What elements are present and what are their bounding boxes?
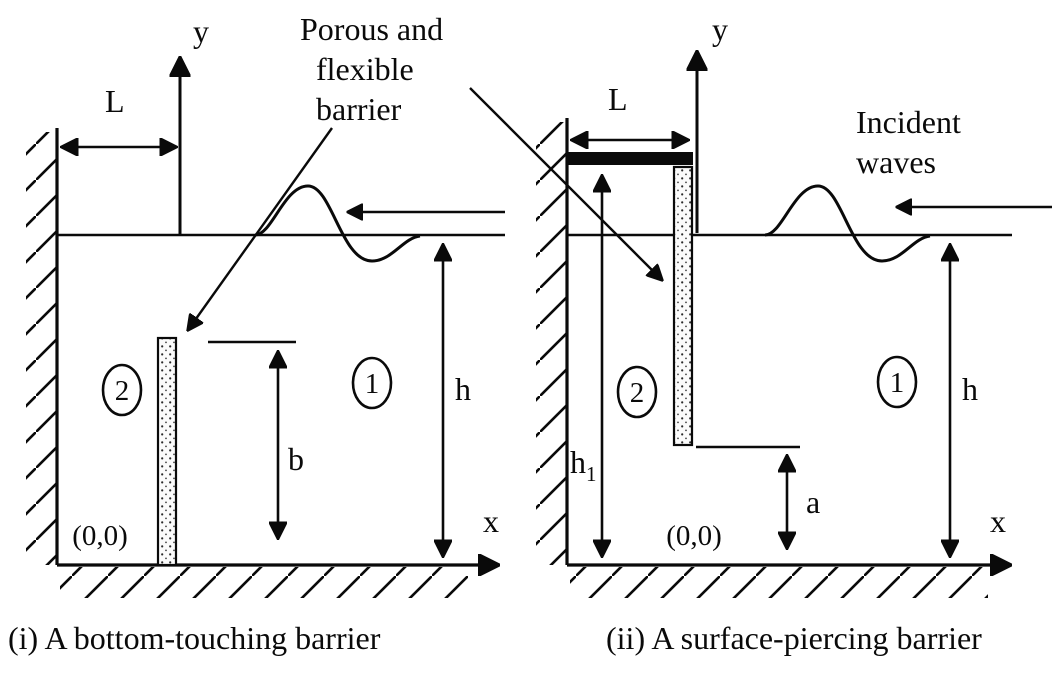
- left-caption: (i) A bottom-touching barrier: [8, 620, 381, 656]
- right-caption: (ii) A surface-piercing barrier: [606, 620, 982, 656]
- left-wall-hatching: [26, 132, 57, 565]
- annotation-line2: flexible: [316, 51, 414, 87]
- right-wall-hatching: [536, 122, 567, 565]
- left-region2-label: 2: [115, 375, 130, 407]
- left-diagram: x y L b h 2 1 (0,0) (i) A bottom-touchin…: [8, 13, 505, 656]
- right-length-label: L: [608, 81, 628, 117]
- right-diagram: x y L Incident waves h1 a h 2 1 (0,0) (i…: [536, 11, 1052, 656]
- annotation-arrow-to-left-barrier: [188, 127, 333, 330]
- left-length-label: L: [105, 83, 125, 119]
- right-x-axis-label: x: [990, 503, 1006, 539]
- right-seabed-hatching: [570, 567, 988, 598]
- porous-barrier-annotation: Porous and flexible barrier: [188, 11, 662, 330]
- right-a-label: a: [806, 484, 820, 520]
- right-origin-label: (0,0): [666, 520, 722, 552]
- left-region1-label: 1: [365, 368, 380, 400]
- left-region1-circle: [351, 356, 393, 410]
- right-region1-label: 1: [890, 367, 905, 399]
- left-y-axis-label: y: [193, 13, 209, 49]
- annotation-line3: barrier: [316, 91, 402, 127]
- left-b-label: b: [288, 441, 304, 477]
- right-h1-label-base: h: [570, 444, 586, 480]
- right-region2-circle: [616, 365, 658, 419]
- left-seabed-hatching: [60, 567, 468, 598]
- left-h-label: h: [455, 371, 471, 407]
- incident-waves-line1: Incident: [856, 104, 961, 140]
- right-y-axis-label: y: [712, 11, 728, 47]
- right-wave-curve: [764, 184, 931, 263]
- right-h-label: h: [962, 371, 978, 407]
- left-wave-curve: [254, 184, 421, 263]
- right-porous-barrier: [672, 165, 694, 447]
- left-x-axis-label: x: [483, 503, 499, 539]
- left-origin-label: (0,0): [72, 520, 128, 552]
- annotation-line1: Porous and: [300, 11, 443, 47]
- right-h1-label: h1: [570, 444, 597, 486]
- left-region2-circle: [101, 363, 143, 417]
- right-region1-circle: [876, 355, 918, 409]
- incident-waves-line2: waves: [856, 144, 936, 180]
- left-porous-barrier: [156, 336, 178, 567]
- right-top-support-bar: [567, 152, 693, 165]
- right-region2-label: 2: [630, 377, 645, 409]
- right-h1-label-sub: 1: [586, 462, 597, 486]
